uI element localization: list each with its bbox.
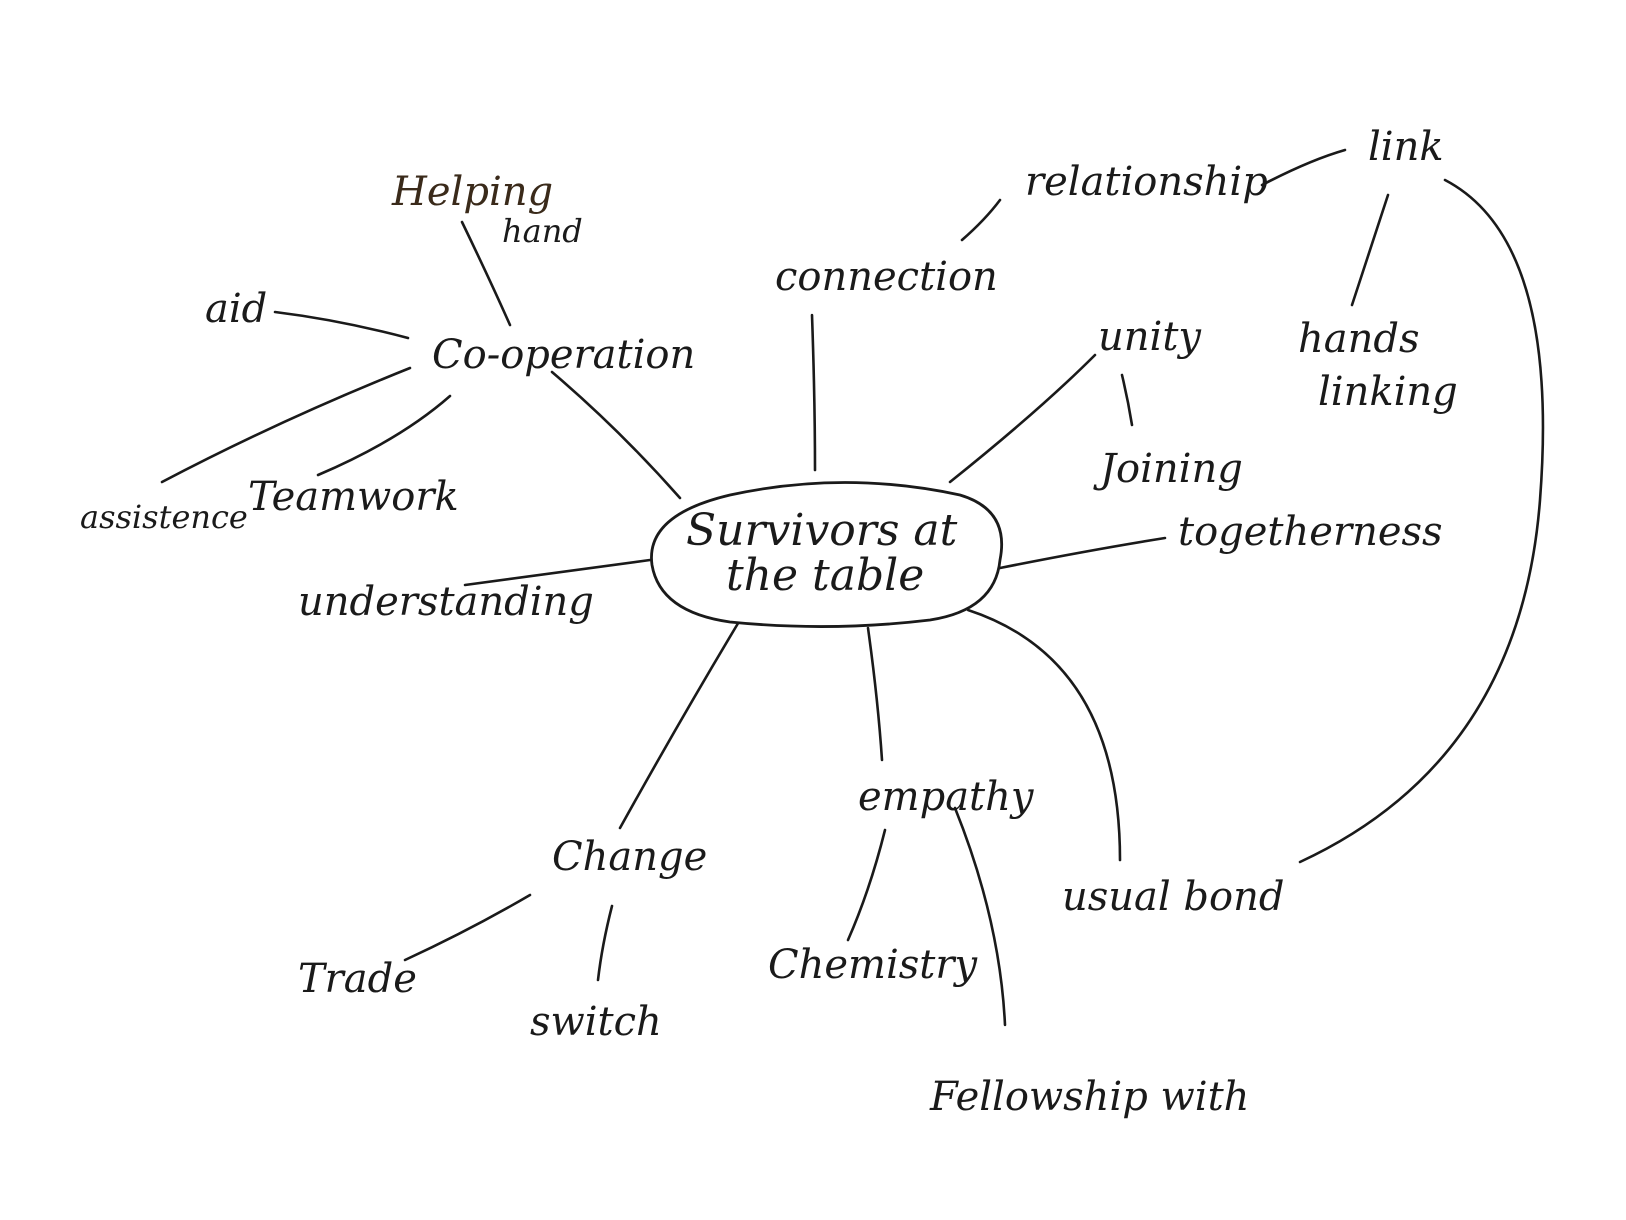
connectors [160, 148, 1545, 1027]
node-switch: switch [530, 999, 662, 1045]
link-cooperation-teamwork [316, 394, 452, 477]
node-joining: Joining [1093, 446, 1243, 492]
link-cooperation-helping [460, 220, 512, 327]
node-assistence: assistence [80, 498, 248, 536]
node-cooperation: Co-operation [432, 332, 695, 378]
link-cooperation-aid [273, 310, 410, 340]
link-change-trade [403, 893, 532, 962]
link-center-mutualbond [966, 608, 1122, 862]
link-cooperation-assistence [160, 366, 412, 484]
center-oval [650, 481, 1003, 628]
node-change: Change [552, 834, 707, 880]
link-change-switch [596, 904, 614, 982]
center-node: Survivors at the table [650, 481, 1003, 628]
link-empathy-fellowship [953, 806, 1007, 1027]
node-relationship: relationship [1025, 159, 1268, 205]
link-center-togetherness [998, 536, 1167, 570]
center-label-line2: the table [726, 550, 924, 601]
node-trade: Trade [298, 956, 417, 1002]
link-center-unity [948, 353, 1097, 484]
link-center-change [618, 618, 742, 830]
node-togetherness: togetherness [1178, 509, 1443, 555]
node-helping: Helping [391, 169, 553, 215]
link-relationship-link [1260, 148, 1347, 187]
link-unity-joining [1120, 373, 1134, 427]
link-center-connection [810, 313, 817, 472]
link-link-mutualbond [1298, 178, 1545, 864]
node-aid: aid [205, 286, 267, 332]
node-empathy: empathy [858, 774, 1035, 820]
node-mutual-bond: usual bond [1062, 874, 1284, 920]
link-center-understanding [463, 558, 652, 587]
link-link-hands [1350, 193, 1390, 307]
node-link: link [1368, 124, 1444, 170]
node-linking: linking [1318, 369, 1458, 415]
word-nodes: Co-operation Helping hand aid assistence… [80, 124, 1458, 1120]
node-unity: unity [1098, 314, 1202, 360]
node-fellowship: Fellowship with [929, 1074, 1249, 1120]
link-connection-relationship [960, 198, 1002, 242]
link-center-cooperation [550, 370, 682, 500]
link-empathy-chemistry [846, 828, 887, 942]
node-chemistry: Chemistry [768, 942, 978, 988]
node-hand: hand [502, 212, 583, 250]
node-hands: hands [1298, 316, 1420, 362]
center-label-line1: Survivors at [686, 505, 958, 556]
node-understanding: understanding [298, 579, 594, 625]
node-connection: connection [775, 254, 998, 300]
link-center-empathy [866, 626, 884, 762]
node-teamwork: Teamwork [248, 474, 459, 520]
